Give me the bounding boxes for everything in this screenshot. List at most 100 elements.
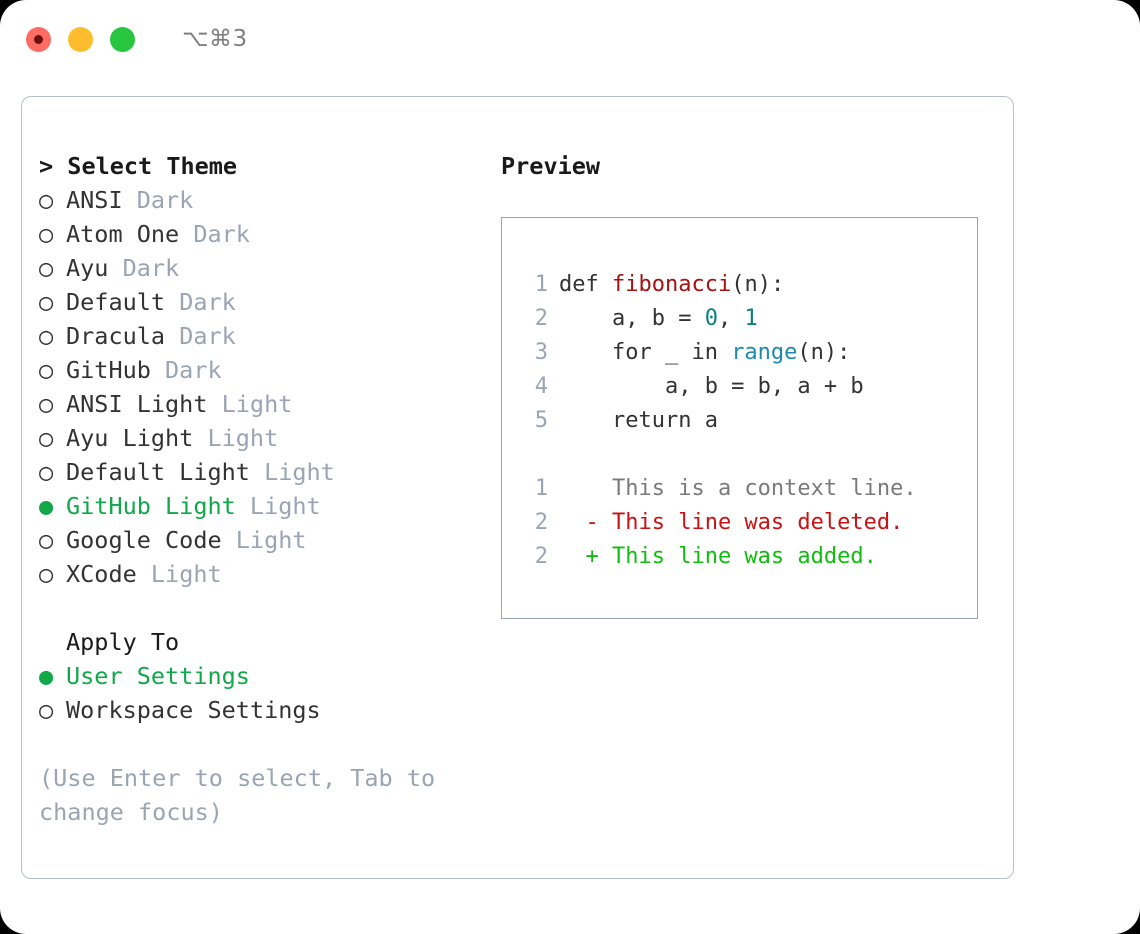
theme-variant-tag: Dark: [165, 288, 236, 316]
code-line: 3 for _ in range(n):: [502, 336, 977, 370]
theme-option-dracula[interactable]: ○ Dracula Dark: [39, 319, 489, 353]
theme-option-github-light[interactable]: ● GitHub Light Light: [39, 489, 489, 523]
radio-unselected-icon: ○: [39, 390, 54, 418]
radio-unselected-icon: ○: [39, 356, 54, 384]
theme-option-label: Default Light: [66, 458, 250, 486]
code-token-plain: def: [559, 272, 612, 297]
code-token-num: 1: [744, 306, 758, 331]
code-token-plain: for _ in: [559, 340, 732, 365]
main-panel: > Select Theme ○ANSI Dark○Atom One Dark○…: [21, 96, 1014, 879]
theme-variant-tag: Dark: [108, 254, 180, 282]
theme-option-default-light[interactable]: ○ Default Light Light: [39, 455, 489, 489]
theme-option-xcode[interactable]: ○XCode Light: [39, 557, 489, 591]
apply-to-header-marker: ○: [39, 625, 66, 659]
line-number: 2: [534, 510, 548, 535]
code-token-plain: (n):: [731, 272, 785, 297]
theme-option-ayu-light[interactable]: ○ Ayu Light Light: [39, 421, 489, 455]
code-token-plain: a, b = b, a + b: [559, 374, 864, 399]
theme-variant-tag: Dark: [122, 186, 194, 214]
code-token-plain: a, b =: [559, 306, 705, 331]
theme-option-ansi-light[interactable]: ○ ANSI Light Light: [39, 387, 489, 421]
theme-variant-tag: Light: [193, 424, 279, 452]
keyboard-shortcut-label: ⌥⌘3: [182, 26, 248, 52]
apply-to-option-label: Workspace Settings: [66, 696, 321, 724]
theme-variant-tag: Light: [235, 492, 321, 520]
apply-to-header: ○Apply To: [39, 625, 489, 659]
traffic-lights: [26, 26, 135, 52]
line-number: 5: [534, 408, 548, 433]
window-titlebar: ⌥⌘3: [0, 0, 1140, 78]
line-number: 1: [534, 476, 548, 501]
theme-option-label: Ayu: [66, 254, 109, 282]
radio-unselected-icon: ○: [39, 288, 54, 316]
code-token-built: range: [731, 340, 798, 365]
code-token-plain: (n):: [797, 340, 851, 365]
close-button[interactable]: [26, 26, 51, 52]
line-number: 3: [534, 340, 548, 365]
theme-option-github[interactable]: ○ GitHub Dark: [39, 353, 489, 387]
radio-unselected-icon: ○: [39, 424, 54, 452]
apply-to-header-label: Apply To: [66, 628, 180, 656]
line-number: 2: [534, 306, 548, 331]
preview-title: Preview: [501, 152, 601, 180]
theme-option-label: XCode: [66, 560, 137, 588]
radio-selected-icon: ●: [39, 662, 54, 690]
theme-option-atom-one[interactable]: ○ Atom One Dark: [39, 217, 489, 251]
radio-unselected-icon: ○: [39, 254, 54, 282]
maximize-button[interactable]: [110, 26, 135, 52]
apply-to-option-list: ● User Settings ○Workspace Settings: [39, 659, 489, 727]
theme-variant-tag: Light: [207, 390, 293, 418]
code-line: 2 a, b = 0, 1: [502, 302, 977, 336]
diff-sample: 1 This is a context line.2 - This line w…: [502, 472, 977, 574]
select-theme-header: > Select Theme: [39, 152, 238, 180]
minimize-button[interactable]: [68, 26, 93, 52]
theme-option-ansi[interactable]: ○ ANSI Dark: [39, 183, 489, 217]
theme-option-label: Ayu Light: [66, 424, 194, 452]
theme-selector-column: > Select Theme ○ANSI Dark○Atom One Dark○…: [39, 149, 489, 829]
radio-unselected-icon: ○: [39, 322, 54, 350]
apply-to-option-user-settings[interactable]: ● User Settings: [39, 659, 489, 693]
code-diff-separator: [502, 438, 977, 472]
theme-variant-tag: Light: [221, 526, 307, 554]
line-number: 2: [534, 544, 548, 569]
diff-line-text: This is a context line.: [559, 476, 917, 501]
theme-option-label: Default: [66, 288, 166, 316]
code-token-fn: fibonacci: [611, 272, 732, 297]
code-token-plain: return a: [559, 408, 718, 433]
code-line: 5 return a: [502, 404, 977, 438]
radio-unselected-icon: ○: [39, 220, 54, 248]
apply-to-option-workspace-settings[interactable]: ○Workspace Settings: [39, 693, 489, 727]
theme-option-default[interactable]: ○ Default Dark: [39, 285, 489, 319]
apply-to-option-label: User Settings: [66, 662, 250, 690]
theme-variant-tag: Dark: [150, 356, 222, 384]
radio-unselected-icon: ○: [39, 186, 54, 214]
theme-option-label: GitHub: [66, 356, 151, 384]
theme-option-label: ANSI Light: [66, 390, 208, 418]
line-number: 4: [534, 374, 548, 399]
diff-line-ctx: 1 This is a context line.: [502, 472, 977, 506]
code-line: 4 a, b = b, a + b: [502, 370, 977, 404]
theme-option-label: GitHub Light: [66, 492, 236, 520]
radio-unselected-icon: ○: [39, 560, 54, 588]
theme-variant-tag: Light: [249, 458, 335, 486]
theme-option-list: ○ ANSI Dark ○ Atom One Dark ○ Ayu Dark ○ Defaul…: [39, 183, 489, 591]
theme-variant-tag: Dark: [179, 220, 250, 248]
radio-unselected-icon: ○: [39, 458, 54, 486]
diff-line-add: 2 + This line was added.: [502, 540, 977, 574]
theme-option-label: ANSI: [66, 186, 123, 214]
theme-option-label: Dracula: [66, 322, 166, 350]
code-token-plain: ,: [717, 306, 745, 331]
close-icon: [34, 34, 43, 44]
theme-variant-tag: Dark: [165, 322, 236, 350]
theme-option-google-code[interactable]: ○Google Code Light: [39, 523, 489, 557]
theme-option-label: Atom One: [66, 220, 180, 248]
diff-line-text: + This line was added.: [559, 544, 877, 569]
theme-option-ayu[interactable]: ○ Ayu Dark: [39, 251, 489, 285]
radio-selected-icon: ●: [39, 492, 54, 520]
diff-line-del: 2 - This line was deleted.: [502, 506, 977, 540]
